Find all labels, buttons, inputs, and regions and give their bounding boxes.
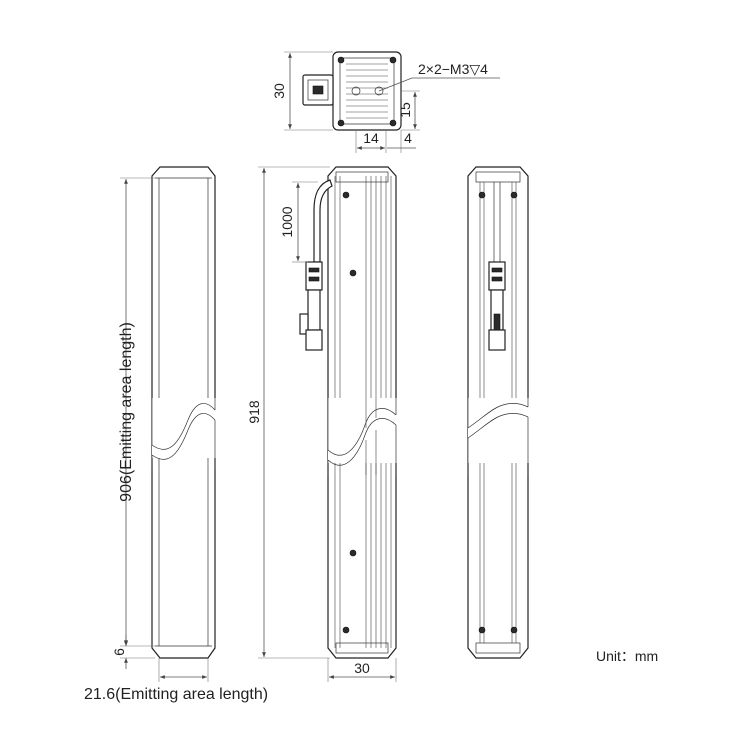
cable xyxy=(299,179,333,351)
overall-length-dim: 918 xyxy=(246,400,262,424)
back-view xyxy=(467,166,529,659)
bottom-offset-dim: 6 xyxy=(111,648,127,656)
top-height-dim: 30 xyxy=(271,83,287,99)
cable-length-dim: 1000 xyxy=(279,206,295,237)
back-cable xyxy=(488,182,506,351)
top-view: 30 2×2−M3▽4 15 14 4 xyxy=(271,51,500,153)
top-edge-dim: 4 xyxy=(404,130,412,146)
side-view: 1000 918 30 xyxy=(246,166,397,682)
emitting-length-label: 906(Emitting area length) xyxy=(118,322,135,502)
side-width-dim: 30 xyxy=(354,660,370,676)
heatsink-fins xyxy=(346,63,388,119)
connector-plug xyxy=(302,74,334,106)
emitting-width-label: 21.6(Emitting area length) xyxy=(84,686,268,703)
top-width-dim: 14 xyxy=(363,130,379,146)
mounting-holes xyxy=(337,56,397,127)
unit-label: Unit：mm xyxy=(596,648,658,664)
thread-callout: 2×2−M3▽4 xyxy=(418,61,488,77)
front-view: 906(Emitting area length) 6 21.6(Emittin… xyxy=(84,166,268,703)
hole-offset-dim: 15 xyxy=(397,102,413,118)
